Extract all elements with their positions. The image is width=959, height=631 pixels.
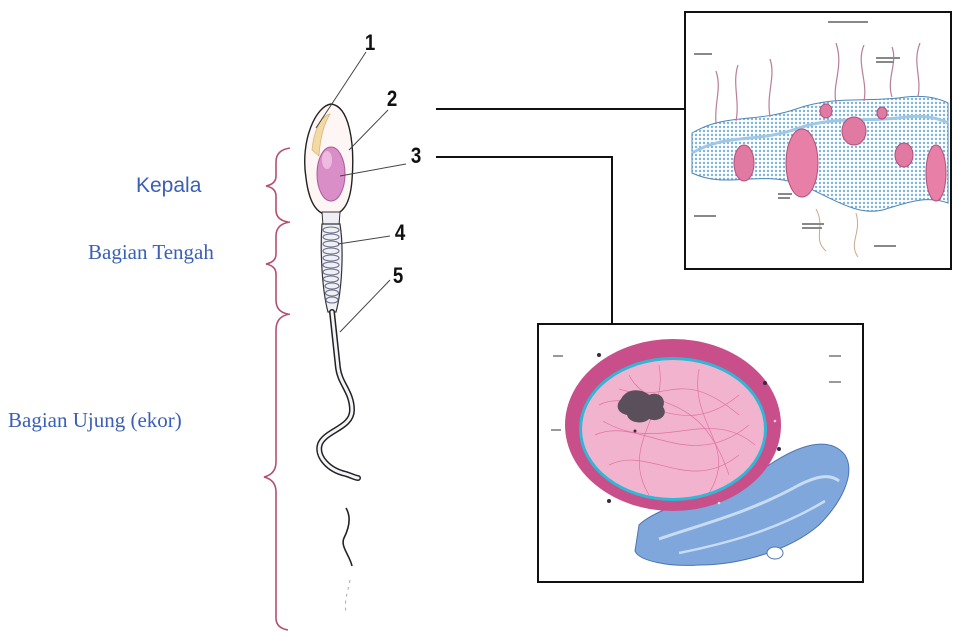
label-midpiece: Bagian Tengah bbox=[88, 240, 214, 265]
callout-3: 3 bbox=[411, 143, 421, 169]
nucleus-illustration bbox=[539, 325, 862, 581]
nucleus-panel bbox=[537, 323, 864, 583]
leader-5 bbox=[340, 280, 390, 332]
nucleoplasm bbox=[582, 360, 764, 498]
connector-nucleus bbox=[436, 157, 612, 323]
brace-midpiece bbox=[266, 222, 290, 314]
sperm-tail bbox=[319, 312, 358, 478]
cell-membrane-panel bbox=[684, 11, 952, 270]
callout-4: 4 bbox=[395, 220, 405, 246]
callout-1: 1 bbox=[365, 30, 375, 56]
brace-head bbox=[266, 148, 290, 222]
leader-2 bbox=[349, 110, 388, 150]
leader-4 bbox=[338, 236, 390, 244]
label-tail: Bagian Ujung (ekor) bbox=[8, 408, 182, 433]
tail-end-piece bbox=[343, 508, 352, 566]
label-head: Kepala bbox=[136, 174, 201, 198]
brace-tail bbox=[264, 314, 290, 630]
callout-2: 2 bbox=[387, 86, 397, 112]
cell-membrane-illustration bbox=[686, 13, 950, 268]
callout-5: 5 bbox=[393, 263, 403, 289]
